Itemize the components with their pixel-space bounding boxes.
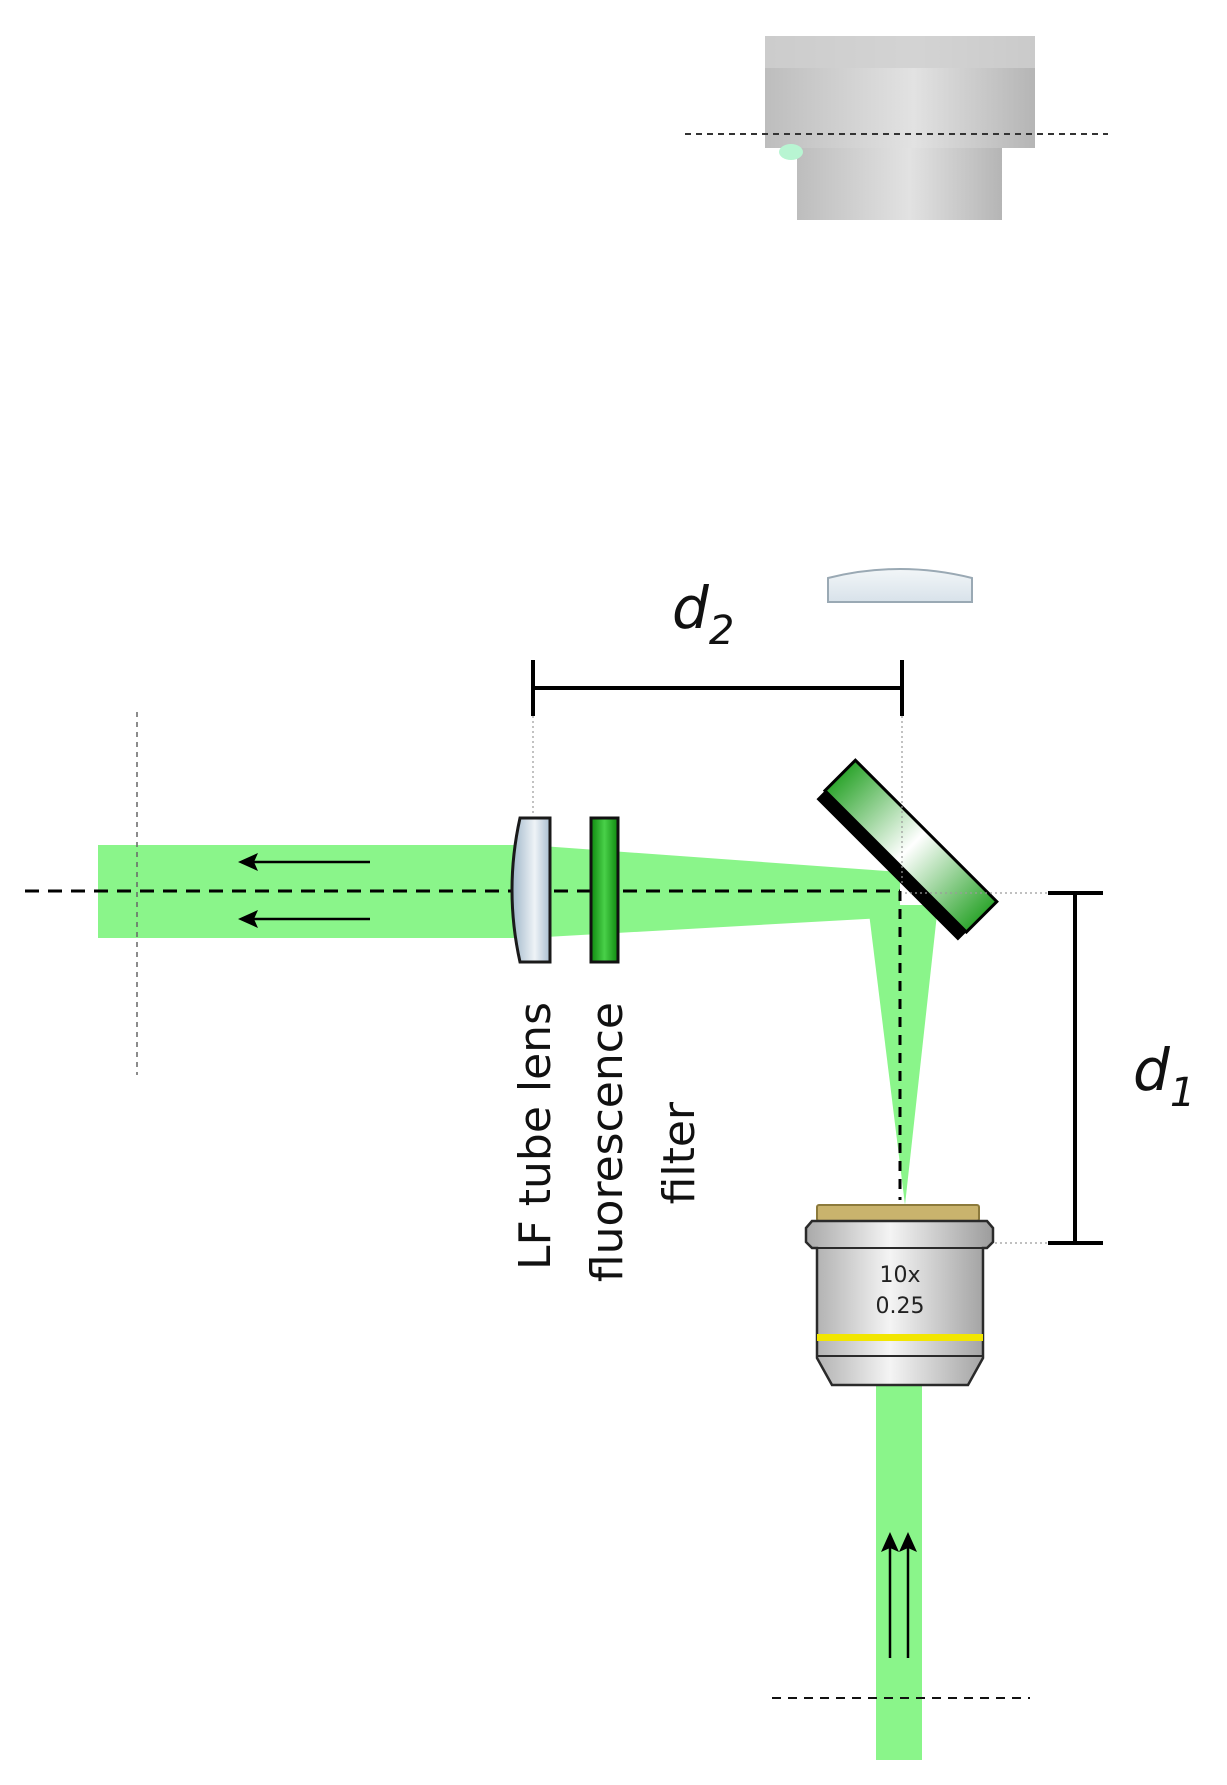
output-arrows [238, 853, 370, 928]
d2-label: d2 [672, 574, 734, 654]
camera-mount [797, 148, 1002, 220]
fluorescence-filter-label-line1: fluorescence [582, 1002, 633, 1282]
dimension-d1: d1 [905, 891, 1195, 1245]
arrow-up-right-head [899, 1532, 917, 1552]
objective-yellow-band [817, 1334, 983, 1341]
lf-tube-lens-label: LF tube lens [510, 1002, 561, 1270]
dimension-d2: d2 [531, 574, 904, 885]
camera-sensor-spot [779, 144, 803, 160]
input-arrows [881, 1532, 917, 1658]
relay-lens-top [827, 568, 973, 603]
fluorescence-filter [589, 816, 620, 964]
objective-front-ring [816, 1204, 980, 1222]
d1-label: d1 [1133, 1036, 1195, 1116]
mirror-back [816, 790, 967, 941]
objective-lens: 10x 0.25 [804, 1204, 995, 1387]
objective-magnification: 10x [879, 1263, 920, 1288]
vertical-beam-input [876, 1385, 922, 1760]
beams [98, 845, 938, 1760]
objective-na: 0.25 [876, 1294, 925, 1319]
lf-tube-lens [510, 816, 552, 964]
arrow-left-bottom-head [238, 910, 258, 928]
vertical-beam-cone [868, 905, 938, 1205]
objective-body [804, 1219, 995, 1387]
arrow-up-left-head [881, 1532, 899, 1552]
horizontal-beam-converging [528, 845, 900, 938]
dichroic-mirror [816, 758, 999, 941]
arrow-left-top-head [238, 853, 258, 871]
camera [685, 36, 1108, 220]
fluorescence-filter-label-line2: filter [654, 1101, 705, 1204]
camera-top-band [765, 36, 1035, 68]
